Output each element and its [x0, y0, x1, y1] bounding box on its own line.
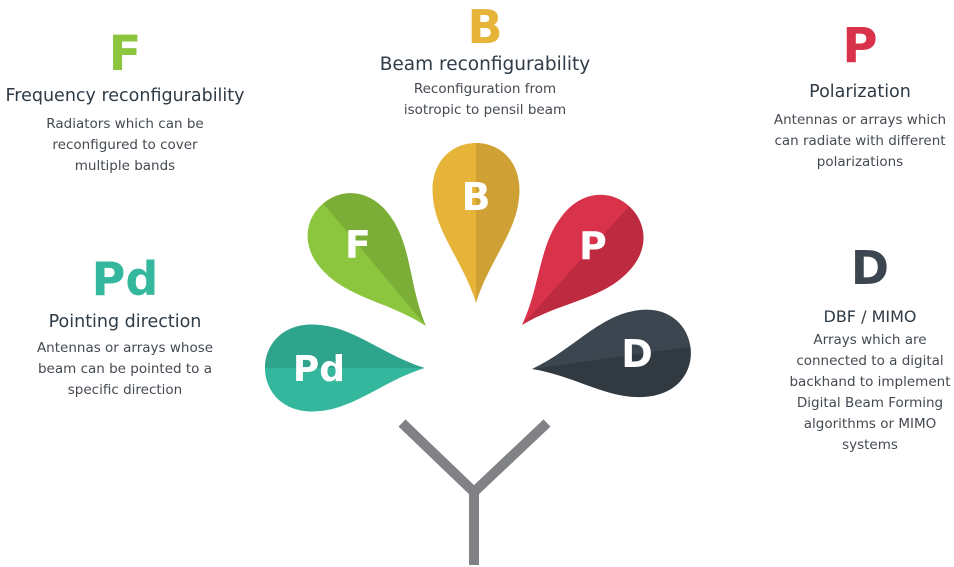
frequency-block: F Frequency reconfigurability Radiators …	[0, 30, 250, 177]
polarization-description: Antennas or arrays which can radiate wit…	[773, 112, 947, 170]
petal-beam-letter: B	[462, 175, 491, 219]
petal-frequency-letter: F	[345, 223, 371, 267]
beam-description: Reconfiguration from isotropic to pensil…	[403, 81, 567, 118]
dbf-title: DBF / MIMO	[823, 307, 917, 326]
dbf-letter: D	[850, 241, 890, 295]
beam-letter: B	[467, 0, 503, 54]
petal-beam: B	[432, 143, 520, 303]
frequency-letter: F	[108, 26, 142, 82]
pointing-title: Pointing direction	[48, 312, 202, 332]
pointing-block: Pd Pointing direction Antennas or arrays…	[0, 256, 250, 401]
dbf-block: D DBF / MIMO Arrays which are connected …	[770, 245, 954, 456]
beam-title: Beam reconfigurability	[379, 54, 591, 75]
pointing-description: Antennas or arrays whose beam can be poi…	[36, 340, 214, 398]
antenna-stem-icon	[398, 419, 551, 565]
petal-pointing: Pd	[265, 324, 425, 412]
petal-dbf: D	[532, 309, 691, 397]
beam-block: B Beam reconfigurability Reconfiguration…	[345, 4, 625, 121]
frequency-description: Radiators which can be reconfigured to c…	[46, 116, 204, 174]
pointing-letter: Pd	[91, 252, 159, 306]
petal-frequency: F	[307, 193, 426, 326]
petal-dbf-letter: D	[621, 332, 653, 376]
petal-polarization: P	[522, 194, 644, 325]
polarization-title: Polarization	[809, 82, 911, 102]
polarization-letter: P	[842, 18, 878, 74]
frequency-title: Frequency reconfigurability	[5, 86, 245, 106]
petal-pointing-letter: Pd	[293, 349, 345, 390]
petal-polarization-letter: P	[579, 224, 607, 268]
dbf-description: Arrays which are connected to a digital …	[789, 332, 951, 453]
polarization-block: P Polarization Antennas or arrays which …	[760, 22, 954, 173]
